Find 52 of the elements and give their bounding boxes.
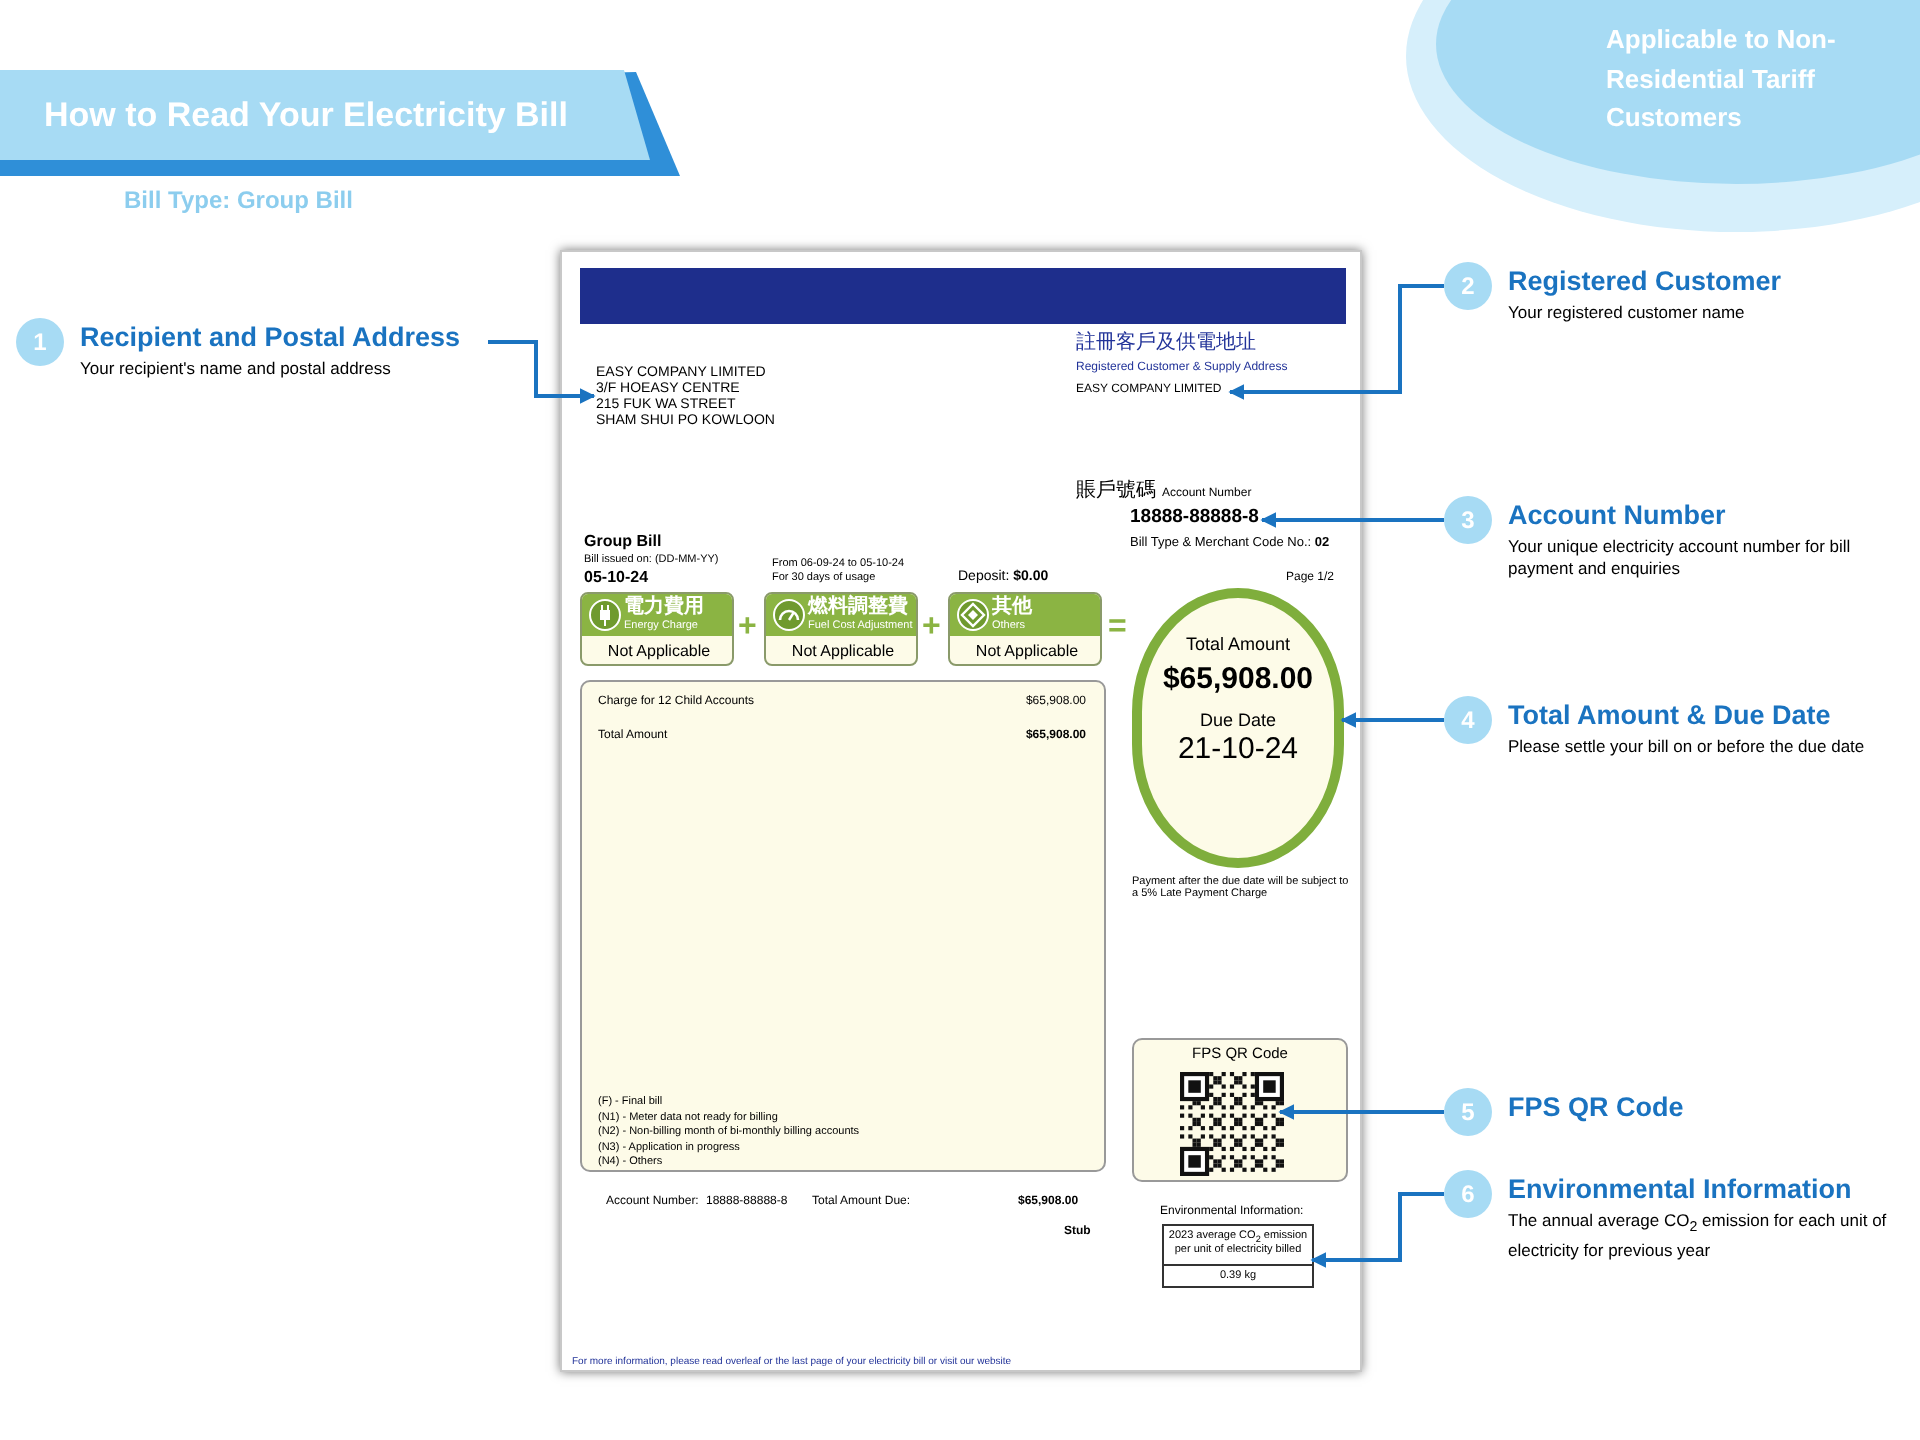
connector-arrow bbox=[1278, 1104, 1444, 1120]
callout-description: Your unique electricity account number for bill payment and enquiries bbox=[1508, 536, 1853, 580]
total-amount-value: $65,908.00 bbox=[1160, 662, 1316, 697]
callout-number: 5 bbox=[1444, 1088, 1492, 1136]
connector-arrow bbox=[1260, 512, 1444, 528]
charge-box bbox=[948, 592, 1102, 666]
callout-number: 4 bbox=[1444, 696, 1492, 744]
qr-code-panel bbox=[1132, 1038, 1348, 1182]
title-banner bbox=[0, 70, 650, 160]
plus-sign: + bbox=[922, 610, 941, 647]
due-date-label: Due Date bbox=[1197, 710, 1279, 731]
callout-description: The annual average CO$_{2}$ emission for each unit of electricity for previous year bbox=[1508, 1210, 1888, 1262]
charge-box bbox=[764, 592, 918, 666]
address-heading-chinese: 註冊客戶及供電地址 bbox=[1076, 332, 1256, 355]
account-heading-chinese: 賬戶號碼 bbox=[1076, 480, 1156, 503]
charge-title: 電力費用 bbox=[624, 596, 704, 619]
charge-status: Not Applicable bbox=[605, 642, 713, 661]
account-number-text: 18888-88888-8 bbox=[1130, 508, 1259, 530]
callout-heading: Registered Customer bbox=[1508, 266, 1782, 298]
plus-sign: + bbox=[738, 610, 757, 647]
bill-type-heading: Group Bill bbox=[584, 532, 662, 551]
charge-title: 其他 bbox=[992, 596, 1032, 619]
qr-code bbox=[1180, 1072, 1284, 1176]
total-amount-label: Total Amount bbox=[1183, 634, 1293, 655]
callout-number: 2 bbox=[1444, 262, 1492, 310]
banner-title: How to Read Your Electricity Bill bbox=[44, 96, 570, 136]
charge-title: 燃料調整費 bbox=[808, 596, 908, 619]
callout-description: Please settle your bill on or before the due date bbox=[1508, 736, 1867, 758]
connector-arrow bbox=[1340, 712, 1444, 728]
callout-heading: Account Number bbox=[1508, 500, 1726, 532]
bill-type-label: Bill Type: Group Bill bbox=[124, 188, 353, 216]
connector-arrow bbox=[1228, 284, 1444, 400]
equals-sign: = bbox=[1108, 610, 1127, 647]
issue-date: 05-10-24 bbox=[584, 568, 649, 587]
callout-description: Your recipient's name and postal address bbox=[80, 358, 393, 380]
callout-number: 6 bbox=[1444, 1170, 1492, 1218]
callout-description: Your registered customer name bbox=[1508, 302, 1747, 324]
callout-number: 1 bbox=[16, 318, 64, 366]
bill-page bbox=[560, 250, 1362, 1372]
callout-number: 3 bbox=[1444, 496, 1492, 544]
charge-status: Not Applicable bbox=[789, 642, 897, 661]
due-date-value: 21-10-24 bbox=[1175, 732, 1301, 767]
callout-heading: Environmental Information bbox=[1508, 1174, 1852, 1206]
charge-status: Not Applicable bbox=[973, 642, 1081, 661]
callout-heading: Recipient and Postal Address bbox=[80, 322, 461, 354]
audience-note: Applicable to Non-Residential Tariff Customers bbox=[1606, 22, 1838, 136]
connector-arrow bbox=[488, 340, 596, 404]
charges-panel bbox=[580, 680, 1106, 1172]
connector-arrow bbox=[1310, 1192, 1444, 1268]
callout-heading: Total Amount & Due Date bbox=[1508, 700, 1831, 732]
callout-heading: FPS QR Code bbox=[1508, 1092, 1684, 1124]
charge-box bbox=[580, 592, 734, 666]
